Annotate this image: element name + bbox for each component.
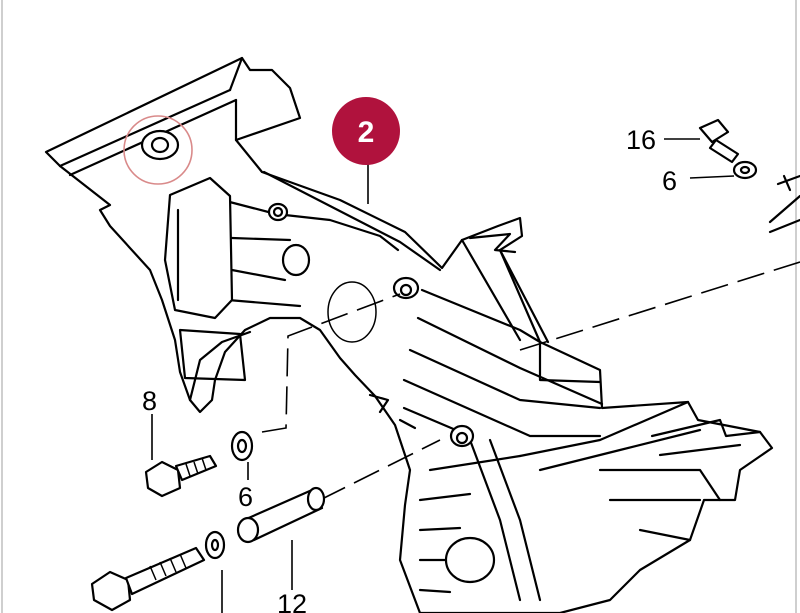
part-label-8: 8: [142, 386, 157, 416]
washer-6-top[interactable]: 6: [662, 160, 758, 196]
bolt-long[interactable]: [90, 546, 206, 612]
highlight-circle: [123, 115, 193, 185]
right-edge-part: [768, 174, 800, 234]
alignment-lines: [261, 160, 800, 501]
part-label-12: 12: [277, 589, 307, 613]
callout-label: 2: [358, 116, 375, 149]
callout-badge: [332, 97, 400, 165]
cover-housing[interactable]: [44, 56, 774, 613]
part-label-16: 16: [626, 125, 656, 155]
washer-6-middle[interactable]: 6: [230, 430, 254, 512]
washer-bottom[interactable]: [204, 530, 226, 613]
bolt-16[interactable]: 16: [626, 118, 740, 164]
sleeve-12[interactable]: 12: [236, 486, 326, 613]
cover-bolt-holes: [140, 129, 496, 584]
callout-2[interactable]: 2: [332, 97, 400, 165]
bolt-8[interactable]: 8: [142, 386, 218, 498]
part-label-6-middle: 6: [238, 482, 253, 512]
part-label-6-top: 6: [662, 166, 677, 196]
